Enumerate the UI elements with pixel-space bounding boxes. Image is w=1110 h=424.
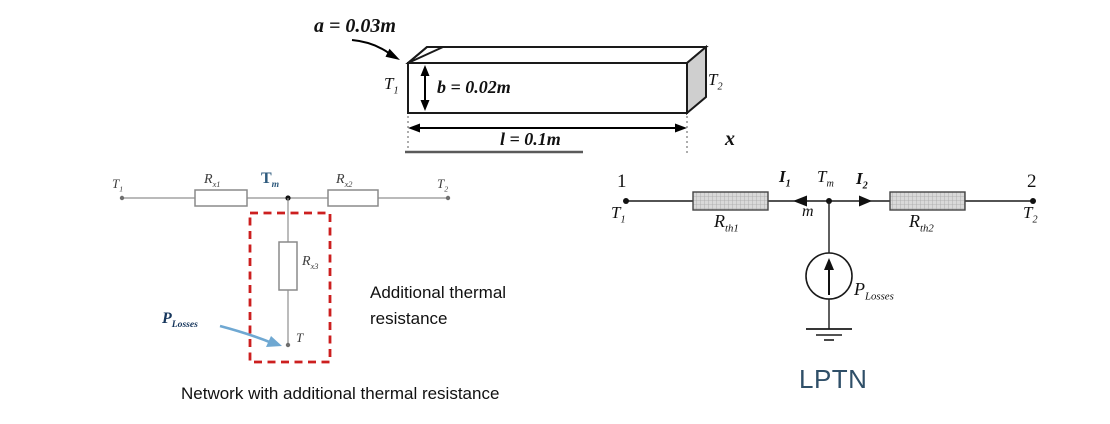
bar-l-label: l = 0.1m xyxy=(500,129,561,149)
l-arrowhead-right xyxy=(675,123,687,133)
left-network-diagram xyxy=(119,189,451,364)
resistor-rth2 xyxy=(889,191,966,211)
right-p-losses-label: PLosses xyxy=(854,279,894,303)
right-rth1-label: Rth1 xyxy=(714,211,739,235)
resistor-rx2 xyxy=(327,189,379,207)
terminal-t1 xyxy=(119,195,125,201)
right-node1-label: 1 xyxy=(617,171,627,192)
p-losses-arrowhead xyxy=(266,336,282,347)
left-network-caption: Network with additional thermal resistan… xyxy=(181,384,500,403)
left-rx3-label: Rx3 xyxy=(302,254,319,271)
left-t-node-label: T xyxy=(296,330,304,345)
bar-diagram xyxy=(351,39,709,154)
right-node2-label: 2 xyxy=(1027,171,1037,192)
left-t1-label: T1 xyxy=(112,176,124,194)
right-m-label: m xyxy=(802,203,814,220)
right-i2-label: I2 xyxy=(856,169,868,192)
b-arrowhead-top xyxy=(420,65,430,76)
bar-b-label: b = 0.02m xyxy=(437,77,511,97)
additional-resistance-highlight-box xyxy=(248,211,332,364)
bar-top-face xyxy=(405,46,709,64)
a-arrowhead xyxy=(385,48,400,60)
right-rth2-label: Rth2 xyxy=(909,211,934,235)
bar-t1-label: T1 xyxy=(384,74,399,97)
left-rx2-label: Rx2 xyxy=(336,172,353,189)
left-t2-label: T2 xyxy=(437,176,449,194)
bar-a-label: a = 0.03m xyxy=(314,15,396,37)
left-rx1-label: Rx1 xyxy=(204,172,221,189)
l-arrowhead-left xyxy=(408,123,420,133)
node-1 xyxy=(623,198,629,204)
left-p-losses-label: PLosses xyxy=(162,310,198,331)
bar-t2-label: T2 xyxy=(708,70,723,93)
bar-x-axis-label: x xyxy=(725,128,735,150)
a-annotation-arrow xyxy=(351,39,391,55)
lptn-diagram xyxy=(623,191,1036,341)
right-i1-label: I1 xyxy=(779,167,791,190)
i2-arrowhead xyxy=(859,195,872,207)
bar-front-face xyxy=(407,62,688,114)
terminal-t2 xyxy=(445,195,451,201)
b-arrowhead-bottom xyxy=(420,100,430,111)
p-losses-arrow xyxy=(219,324,273,345)
right-tm-label: Tm xyxy=(817,167,834,190)
terminal-t-bottom xyxy=(285,342,291,348)
current-source-arrowhead xyxy=(824,258,834,270)
right-t2-label: T2 xyxy=(1023,203,1038,226)
resistor-rth1 xyxy=(692,191,769,211)
left-tm-label: Tm xyxy=(261,170,280,191)
lptn-caption: LPTN xyxy=(799,364,868,394)
i1-arrowhead xyxy=(793,195,807,207)
resistor-rx1 xyxy=(194,189,248,207)
additional-resistance-annotation: Additional thermal resistance xyxy=(370,283,507,329)
node-2 xyxy=(1030,198,1036,204)
bar-left-bevel xyxy=(407,46,444,64)
resistor-rx3 xyxy=(278,241,298,291)
right-t1-label: T1 xyxy=(611,203,626,226)
